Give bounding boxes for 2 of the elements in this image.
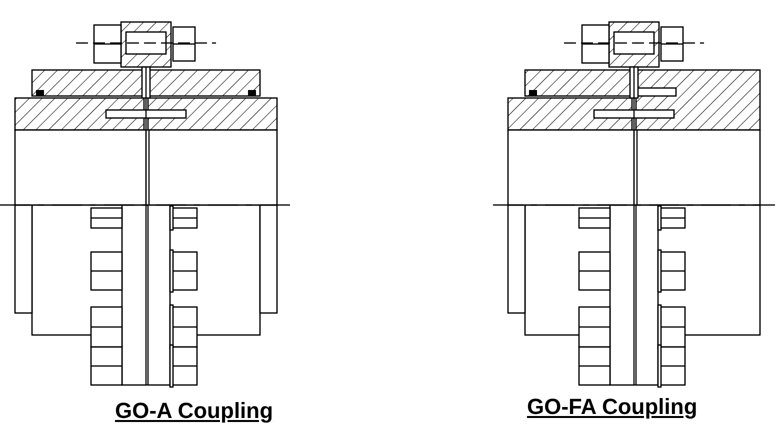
- drawing-caption: GO-FA Coupling: [527, 394, 698, 420]
- drawing-caption: GO-A Coupling: [115, 398, 274, 424]
